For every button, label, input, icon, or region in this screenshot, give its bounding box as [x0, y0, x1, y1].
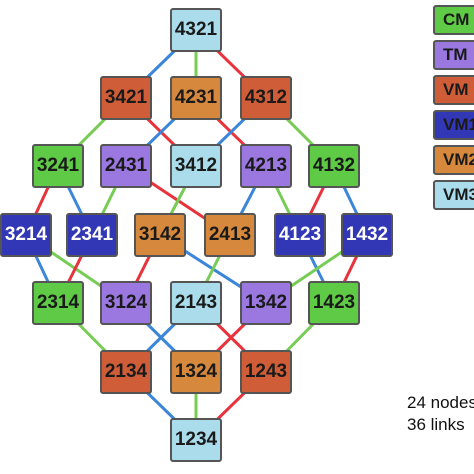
node-2431: 2431 [100, 144, 152, 188]
legend-item-vm3: VM3 [433, 180, 474, 210]
legend-item-vm2: VM2 [433, 145, 474, 175]
node-label: 3124 [104, 292, 148, 313]
node-3412: 3412 [170, 144, 222, 188]
node-label: 1324 [174, 361, 218, 382]
node-1243: 1243 [240, 350, 292, 394]
legend-label: VM2 [443, 150, 474, 169]
node-1423: 1423 [308, 281, 360, 325]
node-count-text: 24 nodes [407, 393, 474, 412]
node-4132: 4132 [308, 144, 360, 188]
node-2143: 2143 [170, 281, 222, 325]
node-4231: 4231 [170, 76, 222, 120]
node-label: 1432 [345, 224, 389, 245]
node-label: 2143 [174, 292, 218, 313]
legend-item-tm: TM [433, 40, 474, 70]
node-label: 4123 [278, 224, 322, 245]
legend-label: VM [443, 80, 469, 99]
node-label: 3214 [4, 224, 48, 245]
node-label: 2134 [104, 361, 148, 382]
node-label: 3241 [36, 155, 80, 176]
node-label: 1234 [174, 429, 218, 450]
legend-item-vm1: VM1 [433, 110, 474, 140]
node-1432: 1432 [341, 213, 393, 257]
node-2314: 2314 [32, 281, 84, 325]
node-3214: 3214 [0, 213, 52, 257]
node-label: 2431 [104, 155, 148, 176]
node-2413: 2413 [204, 213, 256, 257]
legend-item-cm: CM [433, 5, 474, 35]
node-1324: 1324 [170, 350, 222, 394]
node-3142: 3142 [134, 213, 186, 257]
legend-label: VM3 [443, 185, 474, 204]
node-label: 1423 [312, 292, 356, 313]
node-label: 4132 [312, 155, 356, 176]
node-label: 1243 [244, 361, 288, 382]
node-3241: 3241 [32, 144, 84, 188]
node-label: 1342 [244, 292, 288, 313]
node-label: 2341 [70, 224, 114, 245]
node-label: 4321 [174, 19, 218, 40]
node-1342: 1342 [240, 281, 292, 325]
node-2341: 2341 [66, 213, 118, 257]
node-label: 4231 [174, 87, 218, 108]
node-2134: 2134 [100, 350, 152, 394]
node-label: 2314 [36, 292, 80, 313]
legend-label: TM [443, 45, 468, 64]
node-3421: 3421 [100, 76, 152, 120]
node-4213: 4213 [240, 144, 292, 188]
node-label: 3412 [174, 155, 218, 176]
node-label: 4213 [244, 155, 288, 176]
node-4321: 4321 [170, 8, 222, 52]
node-label: 3421 [104, 87, 148, 108]
legend-item-vm: VM [433, 75, 474, 105]
legend-label: CM [443, 10, 470, 29]
node-4123: 4123 [274, 213, 326, 257]
node-1234: 1234 [170, 418, 222, 462]
node-4312: 4312 [240, 76, 292, 120]
node-3124: 3124 [100, 281, 152, 325]
node-label: 2413 [208, 224, 252, 245]
link-count-text: 36 links [407, 415, 465, 434]
node-label: 4312 [244, 87, 288, 108]
legend-label: VM1 [443, 115, 474, 134]
node-label: 3142 [138, 224, 182, 245]
